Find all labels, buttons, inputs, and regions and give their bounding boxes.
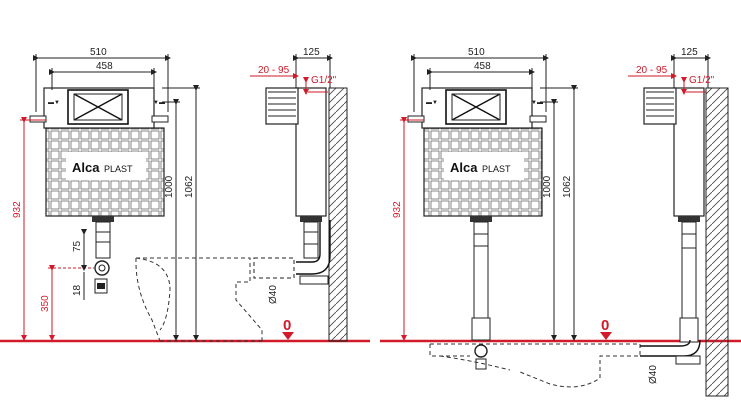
dim-1000-left: 1000: [164, 175, 175, 198]
svg-text:PLAST: PLAST: [482, 164, 511, 174]
dim-18-left: 18: [72, 284, 83, 296]
svg-text:▼▬: ▼▬: [531, 100, 543, 106]
wc-bowl-right: [429, 343, 641, 388]
svg-text:PLAST: PLAST: [104, 164, 133, 174]
dim-458-left: 458: [96, 61, 113, 72]
dim-125-left: 125: [303, 47, 320, 58]
side-module-right: [673, 87, 705, 217]
logo-left: Alca PLAST: [72, 160, 133, 175]
dim-350-left: 350: [40, 295, 51, 312]
dim-pipe-right: Ø40: [648, 365, 659, 384]
wc-bowl-left: [135, 257, 263, 342]
dim-1062-left: 1062: [184, 175, 195, 198]
dim-thread-right: G1/2": [689, 75, 715, 86]
right-view: Alca PLAST ▬▼ ▼▬: [392, 47, 729, 397]
svg-text:Alca: Alca: [450, 160, 478, 175]
logo-right: Alca PLAST: [450, 160, 511, 175]
dim-932-right: 932: [392, 201, 403, 218]
floor-zero-left: 0: [283, 317, 291, 334]
side-module-left: [295, 87, 327, 217]
dim-75-left: 75: [72, 240, 83, 252]
dim-125-right: 125: [681, 47, 698, 58]
dim-1062-right: 1062: [562, 175, 573, 198]
svg-text:▼▬: ▼▬: [153, 100, 165, 106]
dim-510-left: 510: [90, 47, 107, 58]
dim-1000-right: 1000: [542, 175, 553, 198]
dim-adjust-left: 20 - 95: [258, 65, 290, 76]
wall-right: [705, 87, 729, 397]
dim-thread-left: G1/2": [311, 75, 337, 86]
svg-text:▬▼: ▬▼: [48, 100, 60, 106]
left-view: Alca PLAST ▬▼ ▼▬: [12, 47, 348, 342]
wall-left: [328, 87, 348, 342]
svg-text:▬▼: ▬▼: [426, 100, 438, 106]
dim-932-left: 932: [12, 201, 23, 218]
dim-pipe-left: Ø40: [268, 285, 279, 304]
dim-adjust-right: 20 - 95: [636, 65, 668, 76]
dim-510-right: 510: [468, 47, 485, 58]
svg-text:Alca: Alca: [72, 160, 100, 175]
floor-zero-right: 0: [601, 317, 609, 334]
dim-458-right: 458: [474, 61, 491, 72]
